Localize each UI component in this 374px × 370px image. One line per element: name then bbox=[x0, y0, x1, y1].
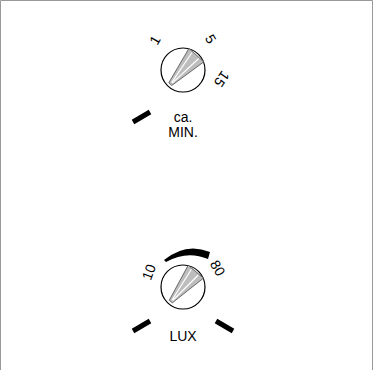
dial-pointer bbox=[163, 265, 203, 308]
dial-pointer bbox=[163, 48, 204, 90]
max-tick bbox=[216, 321, 233, 331]
unit-label: MIN. bbox=[168, 125, 198, 139]
scale-number: 5 bbox=[203, 32, 219, 46]
lux-dial bbox=[161, 265, 205, 309]
scale-number: 10 bbox=[140, 262, 158, 281]
range-wedge bbox=[164, 248, 210, 262]
time-dial bbox=[161, 48, 205, 92]
unit-label: LUX bbox=[169, 329, 196, 343]
scale-number: 80 bbox=[208, 258, 228, 278]
min-tick bbox=[133, 112, 150, 122]
scale-number: 1 bbox=[147, 33, 163, 47]
min-tick bbox=[133, 321, 150, 331]
scale-number: 15 bbox=[212, 69, 232, 90]
unit-prefix: ca. bbox=[174, 110, 193, 124]
